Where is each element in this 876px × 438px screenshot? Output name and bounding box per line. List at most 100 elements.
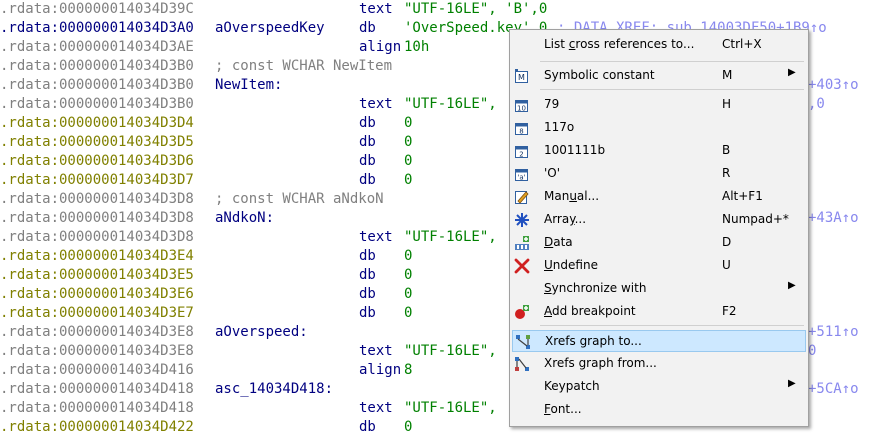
context-menu: List cross references to... Ctrl+X M Symbol… xyxy=(509,29,809,427)
menu-item-xrefs-graph-from[interactable]: Xrefs graph from... xyxy=(512,353,806,375)
menu-item-label: Xrefs graph from... xyxy=(544,356,657,370)
mnemonic: db xyxy=(359,20,376,36)
menu-item-list-cross-references-to[interactable]: List cross references to... Ctrl+X xyxy=(512,34,806,56)
menu-item-label: Keypatch xyxy=(544,379,600,393)
mnemonic: db xyxy=(359,419,376,435)
data-icon xyxy=(514,235,530,251)
menu-item-label: 'O' xyxy=(544,166,561,180)
undefine-icon xyxy=(514,258,530,274)
breakpoint-icon xyxy=(514,304,530,320)
operand: 0 xyxy=(404,419,413,435)
address: .rdata:000000014034D3E8 xyxy=(0,324,194,340)
menu-item-shortcut: Ctrl+X xyxy=(722,37,762,51)
address: .rdata:000000014034D3B0 xyxy=(0,58,194,74)
mnemonic: db xyxy=(359,286,376,302)
menu-item-manual[interactable]: Manual...Alt+F1 xyxy=(512,186,806,208)
menu-item-label: 117o xyxy=(544,120,575,134)
menu-item-shortcut: Numpad+* xyxy=(722,212,789,226)
menu-item-shortcut: F2 xyxy=(722,304,737,318)
menu-item-data[interactable]: Data D xyxy=(512,232,806,254)
submenu-arrow-icon: ▶ xyxy=(788,67,796,78)
address: .rdata:000000014034D3AE xyxy=(0,39,194,55)
label-name[interactable]: aOverspeedKey xyxy=(215,20,325,36)
mnemonic: text xyxy=(359,400,393,416)
label-name[interactable]: asc_14034D418: xyxy=(215,381,334,397)
menu-item-label: Undefine xyxy=(544,258,598,272)
svg-text:10: 10 xyxy=(517,105,526,113)
address: .rdata:000000014034D3A0 xyxy=(0,20,194,36)
label-name[interactable]: aOverspeed: xyxy=(215,324,308,340)
address: .rdata:000000014034D422 xyxy=(0,419,194,435)
menu-item-label: List cross references to... xyxy=(544,37,695,51)
menu-item-synchronize-with[interactable]: Synchronize with ▶ xyxy=(512,278,806,300)
address: .rdata:000000014034D3E4 xyxy=(0,248,194,264)
mnemonic: db xyxy=(359,248,376,264)
label-name[interactable]: aNdkoN: xyxy=(215,210,275,226)
address: .rdata:000000014034D418 xyxy=(0,400,194,416)
menu-item-shortcut: B xyxy=(722,143,731,157)
operand: 0 xyxy=(404,286,413,302)
octal-icon: 8 xyxy=(514,120,530,136)
xref-comment[interactable]: +403↑o xyxy=(808,77,859,93)
menu-item-o[interactable]: 'a''O'R xyxy=(512,163,806,185)
address: .rdata:000000014034D416 xyxy=(0,362,194,378)
svg-text:8: 8 xyxy=(519,128,523,136)
menu-item-shortcut: M xyxy=(722,68,733,82)
address: .rdata:000000014034D3D4 xyxy=(0,115,194,131)
mnemonic: align xyxy=(359,39,402,55)
mnemonic: text xyxy=(359,96,393,112)
operand: 0 xyxy=(404,153,413,169)
menu-item-font[interactable]: Font... xyxy=(512,399,806,421)
operand: 0 xyxy=(404,267,413,283)
xref-comment[interactable]: ,0 xyxy=(808,96,825,112)
menu-item-shortcut: Alt+F1 xyxy=(722,189,763,203)
label-name[interactable]: NewItem: xyxy=(215,77,283,93)
menu-item-label: 1001111b xyxy=(544,143,606,157)
address: .rdata:000000014034D39C xyxy=(0,1,194,17)
xrefs-from-icon xyxy=(514,356,530,372)
menu-item-label: Synchronize with xyxy=(544,281,647,295)
xrefs-to-icon xyxy=(515,334,531,350)
operand: "UTF-16LE", xyxy=(404,229,497,245)
comment: ; const WCHAR NewItem xyxy=(215,58,393,74)
operand: 0 xyxy=(404,248,413,264)
menu-item-label: Symbolic constant xyxy=(544,68,655,82)
submenu-arrow-icon: ▶ xyxy=(788,378,796,389)
operand: 0 xyxy=(404,305,413,321)
address: .rdata:000000014034D3D8 xyxy=(0,229,194,245)
xref-comment[interactable]: +5CA↑o xyxy=(808,381,859,397)
menu-item-shortcut: H xyxy=(722,97,732,111)
mnemonic: db xyxy=(359,115,376,131)
address: .rdata:000000014034D3D5 xyxy=(0,134,194,150)
menu-item-117o[interactable]: 8 117o xyxy=(512,117,806,139)
menu-item-array[interactable]: Array...Numpad+* xyxy=(512,209,806,231)
menu-item-keypatch[interactable]: Keypatch ▶ xyxy=(512,376,806,398)
address: .rdata:000000014034D418 xyxy=(0,381,194,397)
mnemonic: db xyxy=(359,153,376,169)
xref-comment[interactable]: +43A↑o xyxy=(808,210,859,226)
manual-icon xyxy=(514,189,530,205)
decimal-icon: 10 xyxy=(514,97,530,113)
operand: "UTF-16LE", xyxy=(404,343,497,359)
xref-comment[interactable]: +511↑o xyxy=(808,324,859,340)
mnemonic: db xyxy=(359,172,376,188)
menu-item-shortcut: D xyxy=(722,235,732,249)
mnemonic: text xyxy=(359,229,393,245)
menu-item-label: Data xyxy=(544,235,573,249)
xref-comment[interactable]: 0 xyxy=(808,343,817,359)
address: .rdata:000000014034D3D8 xyxy=(0,210,194,226)
operand: 0 xyxy=(404,115,413,131)
address: .rdata:000000014034D3B0 xyxy=(0,77,194,93)
menu-item-xrefs-graph-to[interactable]: Xrefs graph to... xyxy=(512,330,806,352)
address: .rdata:000000014034D3B0 xyxy=(0,96,194,112)
mnemonic: align xyxy=(359,362,402,378)
submenu-arrow-icon: ▶ xyxy=(788,280,796,291)
menu-separator xyxy=(540,61,804,62)
operand: "UTF-16LE", xyxy=(404,400,497,416)
